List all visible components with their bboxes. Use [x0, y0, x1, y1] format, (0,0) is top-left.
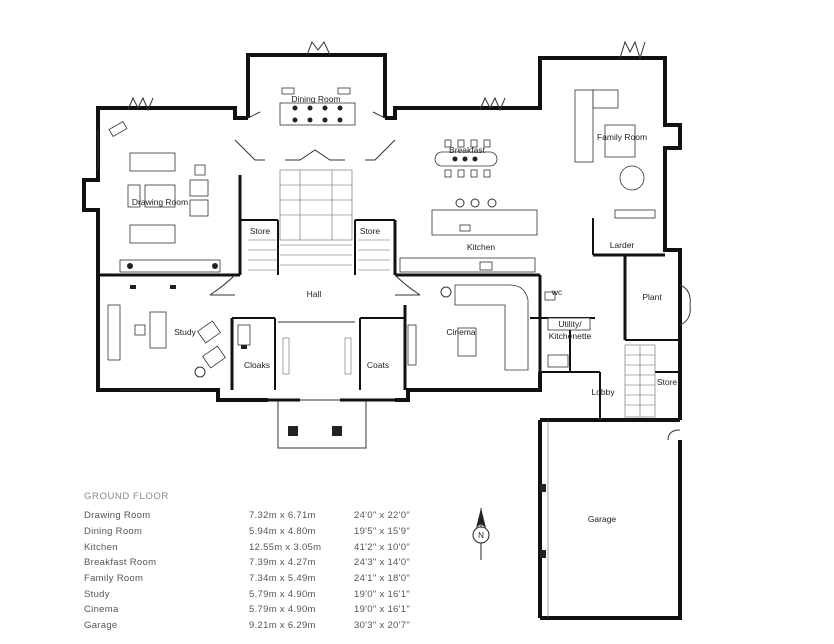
room-imperial: 19'5" x 15'9": [354, 526, 411, 538]
north-compass: [472, 508, 490, 560]
room-name: Dining Room: [84, 526, 143, 538]
schedule-row: Garage 9.21m x 6.29m 30'3" x 20'7": [84, 618, 424, 634]
kitchen-island: [399, 198, 538, 273]
label-drawing-room: Drawing Room: [132, 197, 188, 207]
room-name: Breakfast Room: [84, 557, 157, 569]
label-store-left: Store: [250, 226, 271, 236]
label-store-mid: Store: [360, 226, 381, 236]
hall-arches: [209, 274, 421, 296]
label-lobby: Lobby: [591, 387, 615, 397]
study-furniture: [107, 285, 226, 378]
label-plant: Plant: [642, 292, 662, 302]
room-metric: 7.34m x 5.49m: [249, 573, 316, 585]
exterior-walls: [82, 53, 682, 620]
breakfast-table: [434, 139, 498, 178]
room-metric: 5.94m x 4.80m: [249, 526, 316, 538]
room-metric: 5.79m x 4.90m: [249, 588, 316, 600]
schedule-row: Drawing Room 7.32m x 6.71m 24'0" x 22'0": [84, 508, 424, 524]
label-larder: Larder: [610, 240, 635, 250]
label-utility-line1: Utility/: [558, 319, 582, 329]
cloaks-fittings: [237, 324, 251, 349]
garage-details: [540, 420, 681, 618]
compass-letter: N: [478, 531, 484, 540]
service-stairs: [624, 344, 656, 418]
room-metric: 7.39m x 4.27m: [249, 557, 316, 569]
schedule-row: Dining Room 5.94m x 4.80m 19'5" x 15'9": [84, 524, 424, 540]
room-metric: 12.55m x 3.05m: [249, 541, 322, 553]
schedule-row: Kitchen 12.55m x 3.05m 41'2" x 10'0": [84, 539, 424, 555]
utility-fittings: [544, 291, 591, 368]
drawing-room-furniture: [108, 120, 221, 273]
room-imperial: 19'0" x 16'1": [354, 588, 411, 600]
label-breakfast: Breakfast: [449, 145, 486, 155]
label-hall: Hall: [307, 289, 322, 299]
room-metric: 9.21m x 6.29m: [249, 620, 316, 632]
room-imperial: 24'1" x 18'0": [354, 573, 411, 585]
label-cinema: Cinema: [446, 327, 476, 337]
window-marks: [97, 40, 646, 391]
label-wc: wc: [551, 287, 563, 297]
schedule-row: Study 5.79m x 4.90m 19'0" x 16'1": [84, 586, 424, 602]
room-name: Drawing Room: [84, 510, 151, 522]
room-name: Garage: [84, 620, 118, 632]
room-imperial: 41'2" x 10'0": [354, 541, 411, 553]
label-coats: Coats: [367, 360, 389, 370]
schedule-title: GROUND FLOOR: [84, 491, 169, 502]
dining-table: [279, 87, 356, 126]
room-metric: 5.79m x 4.90m: [249, 604, 316, 616]
label-utility-line2: Kitchenette: [549, 331, 592, 341]
interior-walls: [98, 175, 680, 420]
label-dining-room: Dining Room: [291, 94, 340, 104]
schedule-row: Family Room 7.34m x 5.49m 24'1" x 18'0": [84, 571, 424, 587]
room-imperial: 19'0" x 16'1": [354, 604, 411, 616]
room-imperial: 24'3" x 14'0": [354, 557, 411, 569]
label-cloaks: Cloaks: [244, 360, 270, 370]
room-name: Kitchen: [84, 541, 118, 553]
room-imperial: 24'0" x 22'0": [354, 510, 411, 522]
label-kitchen: Kitchen: [467, 242, 496, 252]
room-name: Study: [84, 588, 110, 600]
label-garage: Garage: [588, 514, 617, 524]
dining-bay: [234, 111, 396, 161]
room-name: Family Room: [84, 573, 144, 585]
schedule-row: Breakfast Room 7.39m x 4.27m 24'3" x 14'…: [84, 555, 424, 571]
label-family-room: Family Room: [597, 132, 647, 142]
main-stairs: [248, 169, 390, 271]
porch: [268, 321, 408, 449]
room-metric: 7.32m x 6.71m: [249, 510, 316, 522]
label-study: Study: [174, 327, 196, 337]
plant-doors: [679, 284, 691, 326]
label-store-right: Store: [657, 377, 678, 387]
room-imperial: 30'3" x 20'7": [354, 620, 411, 632]
area-schedule: GROUND FLOOR Drawing Room 7.32m x 6.71m …: [84, 491, 424, 634]
family-room-furniture: [574, 89, 656, 219]
schedule-row: Cinema 5.79m x 4.90m 19'0" x 16'1": [84, 602, 424, 618]
room-name: Cinema: [84, 604, 119, 616]
cinema-furniture: [407, 284, 529, 371]
